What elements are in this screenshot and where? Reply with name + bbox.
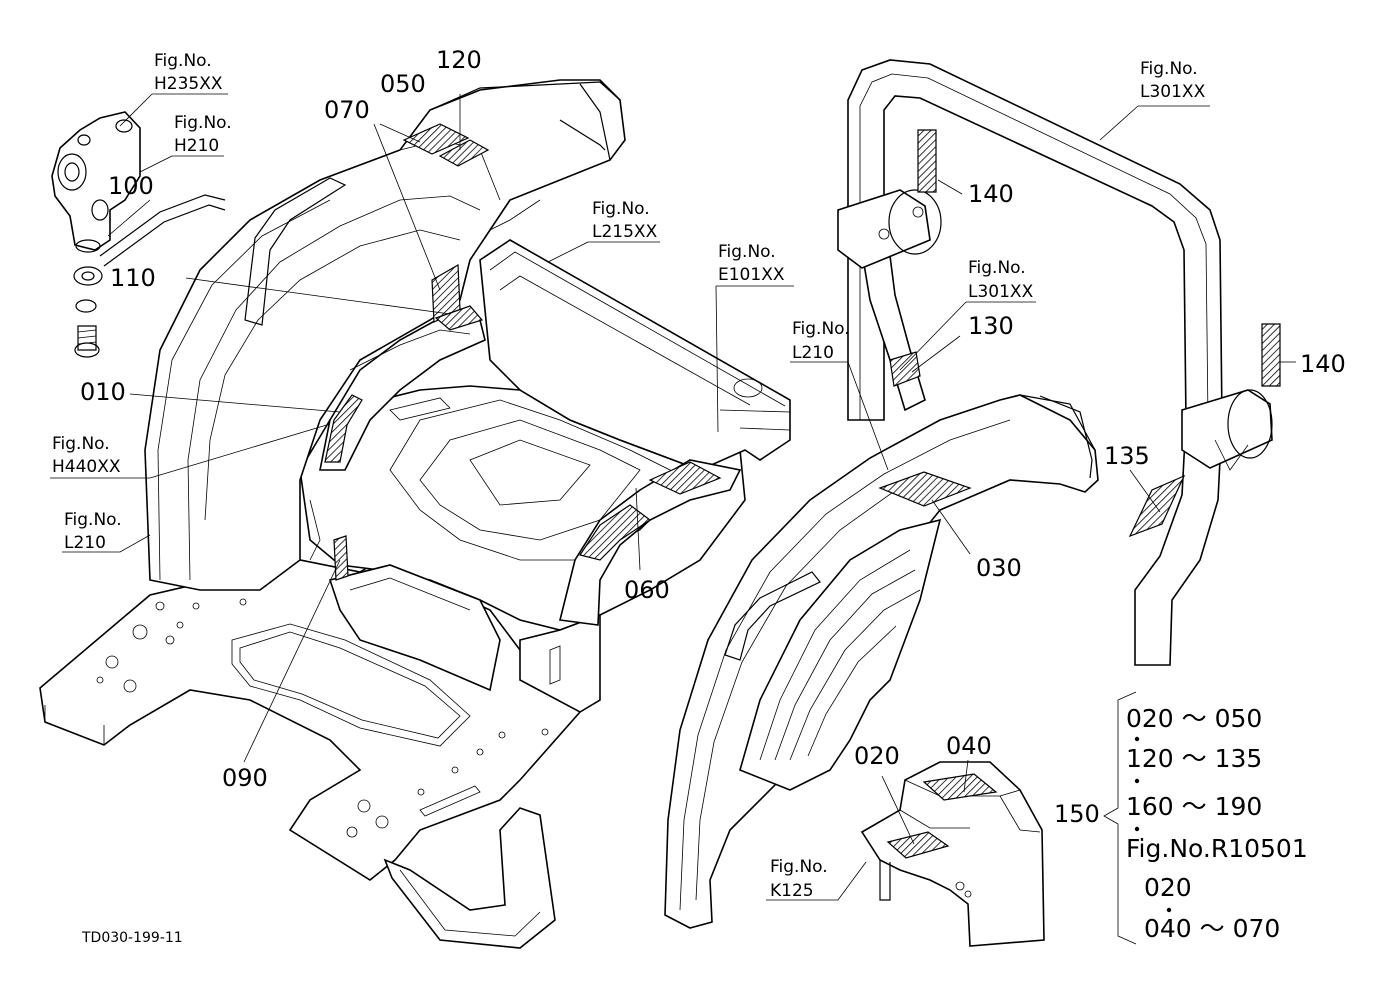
- right-grab-handle: [724, 571, 821, 661]
- fig-ref-k125-line2: K125: [770, 881, 814, 901]
- left-grab-handle: [244, 177, 347, 326]
- fig-ref-l215-line1: Fig.No.: [592, 199, 650, 219]
- leader-lines: [50, 93, 1296, 901]
- right-fender: [664, 394, 1099, 929]
- part-label-140-right: 140: [1300, 350, 1346, 378]
- decal-040: [922, 773, 998, 801]
- decal-090: [333, 535, 349, 581]
- fig-ref-h440-line2: H440XX: [52, 457, 121, 477]
- fig-ref-l210-left-line1: Fig.No.: [64, 510, 122, 530]
- decal-030: [878, 471, 972, 507]
- legend-row-6: 040 ～ 070: [1144, 914, 1280, 943]
- fig-ref-k125-line1: Fig.No.: [770, 857, 828, 877]
- legend-row-1: 020 ～ 050: [1126, 704, 1262, 733]
- fig-ref-h210-line1: Fig.No.: [174, 113, 232, 133]
- part-label-090: 090: [222, 764, 268, 792]
- left-side-rail: [319, 317, 486, 471]
- part-number-labels: 050 120 070 100 110 010 090 060 140 140 …: [80, 46, 1346, 792]
- seat-deck: [479, 239, 791, 471]
- legend-row-2: 120 ～ 135: [1126, 744, 1262, 773]
- rops-frame: [847, 59, 1223, 666]
- right-fender-assembly: [664, 59, 1281, 947]
- part-label-040: 040: [946, 732, 992, 760]
- part-label-120: 120: [436, 46, 482, 74]
- fig-ref-e101-line2: E101XX: [718, 265, 785, 285]
- drawing-code: TD030-199-11: [81, 930, 183, 946]
- fig-ref-l301-top-line1: Fig.No.: [1140, 59, 1198, 79]
- floor-holes: [96, 598, 549, 838]
- part-label-050: 050: [380, 70, 426, 98]
- legend-row-4: Fig.No.R10501: [1126, 834, 1308, 863]
- kit-number-label: 150: [1054, 800, 1100, 828]
- part-label-100: 100: [108, 172, 154, 200]
- fig-ref-h440-line1: Fig.No.: [52, 434, 110, 454]
- fig-ref-e101-line1: Fig.No.: [718, 242, 776, 262]
- decal-050: [402, 123, 470, 155]
- decal-020: [886, 831, 950, 859]
- figure-references: Fig.No. H235XX Fig.No. H210 Fig.No. L215…: [52, 51, 1206, 901]
- part-label-110: 110: [110, 264, 156, 292]
- fig-ref-l301-top-line2: L301XX: [1140, 82, 1206, 102]
- part-label-010: 010: [80, 378, 126, 406]
- legend-row-5: 020: [1144, 873, 1192, 902]
- part-label-130: 130: [968, 312, 1014, 340]
- part-label-140-top: 140: [968, 180, 1014, 208]
- fig-ref-l301-mid-line2: L301XX: [968, 282, 1034, 302]
- left-fender-assembly: [39, 79, 791, 949]
- fig-ref-l301-mid-line1: Fig.No.: [968, 258, 1026, 278]
- fig-ref-h210-line2: H210: [174, 136, 219, 156]
- fig-ref-l210-right-line2: L210: [792, 343, 834, 363]
- part-label-070: 070: [324, 96, 370, 124]
- decal-135: [1128, 474, 1186, 538]
- fig-ref-h235-line1: Fig.No.: [154, 51, 212, 71]
- step-bracket: [383, 807, 556, 949]
- part-label-060: 060: [624, 576, 670, 604]
- fig-ref-l210-left-line2: L210: [64, 533, 106, 553]
- decal-130: [889, 351, 921, 387]
- fig-ref-l215-line2: L215XX: [592, 222, 658, 242]
- legend-bracket: [1103, 691, 1137, 945]
- part-label-135: 135: [1104, 442, 1150, 470]
- decal-140-right: [1261, 323, 1281, 387]
- part-label-020: 020: [854, 742, 900, 770]
- fig-ref-l210-right-line1: Fig.No.: [792, 319, 850, 339]
- decal-110: [434, 305, 484, 331]
- part-label-030: 030: [976, 554, 1022, 582]
- valve-block: [51, 111, 226, 358]
- console-box: [860, 761, 1045, 947]
- fig-ref-h235-line2: H235XX: [154, 74, 223, 94]
- decal-140-top: [917, 129, 937, 193]
- kit-legend: 150 020 ～ 050 120 ～ 135 160 ～ 190 Fig.No…: [1054, 691, 1308, 945]
- legend-row-3: 160 ～ 190: [1126, 792, 1262, 821]
